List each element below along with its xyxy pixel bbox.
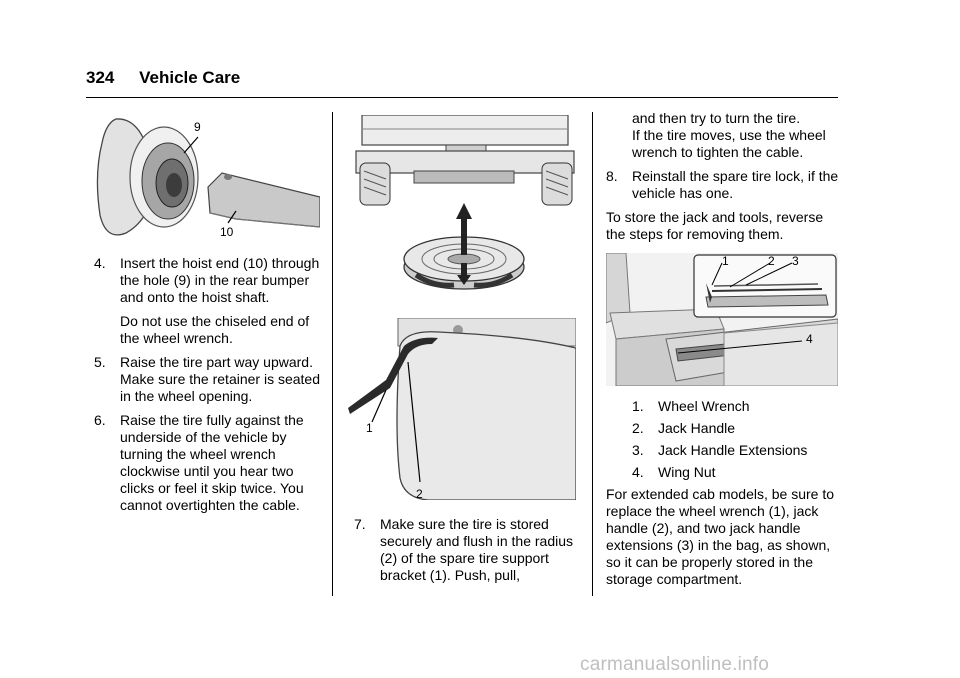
callout-10: 10: [220, 225, 234, 239]
section-title: Vehicle Care: [139, 68, 241, 87]
tire-raising-illustration: [355, 115, 575, 290]
legend-item-3: 3. Jack Handle Extensions: [632, 442, 808, 458]
column-3-text-top: and then try to turn the tire. If the ti…: [606, 110, 840, 250]
callout-3: 3: [792, 254, 799, 268]
step-7-continued-2: If the tire moves, use the wheel wrench …: [632, 127, 826, 160]
support-bracket-illustration: 1 2: [348, 318, 576, 500]
tools-legend: 1. Wheel Wrench 2. Jack Handle 3. Jack H…: [632, 398, 840, 481]
step-7: 7. Make sure the tire is stored securely…: [354, 516, 573, 583]
column-divider-right: [592, 112, 593, 596]
legend-item-4: 4. Wing Nut: [632, 464, 716, 480]
column-3-text-bottom: 1. Wheel Wrench 2. Jack Handle 3. Jack H…: [606, 398, 840, 595]
storage-compartment-illustration: 1 2 3 4: [606, 253, 838, 386]
step-7-continued: and then try to turn the tire.: [632, 110, 801, 126]
column-divider-left: [332, 112, 333, 596]
callout-1: 1: [722, 254, 729, 268]
legend-item-2: 2. Jack Handle: [632, 420, 736, 436]
callout-2: 2: [768, 254, 775, 268]
figure-tire-raising: [354, 115, 576, 305]
step-6: 6. Raise the tire fully against the unde…: [94, 412, 304, 513]
step-5: 5. Raise the tire part way upward. Make …: [94, 354, 320, 404]
watermark: carmanualsonline.info: [580, 654, 770, 675]
closing-paragraph: For extended cab models, be sure to repl…: [606, 486, 835, 587]
figure-hoist-shaft: 9 10: [96, 115, 320, 240]
column-1-text: 4. Insert the hoist end (10) through the…: [94, 255, 322, 521]
callout-4: 4: [806, 332, 813, 346]
figure-storage-compartment: 1 2 3 4: [606, 253, 838, 386]
legend-item-1: 1. Wheel Wrench: [632, 398, 750, 414]
figure-support-bracket: 1 2: [346, 318, 576, 500]
hoist-shaft-illustration: 9 10: [96, 118, 320, 239]
callout-9: 9: [194, 120, 201, 134]
step-4: 4. Insert the hoist end (10) through the…: [94, 255, 320, 305]
header-rule: [86, 97, 838, 98]
page-number: 324: [86, 68, 115, 87]
step-8: 8. Reinstall the spare tire lock, if the…: [606, 168, 839, 201]
callout-1: 1: [366, 421, 373, 435]
column-2-text: 7. Make sure the tire is stored securely…: [354, 516, 582, 591]
store-paragraph: To store the jack and tools, reverse the…: [606, 209, 824, 242]
callout-2: 2: [416, 487, 423, 500]
page-header: 324 Vehicle Care: [86, 68, 240, 88]
step-4-note: Do not use the chiseled end of the wheel…: [120, 313, 310, 346]
